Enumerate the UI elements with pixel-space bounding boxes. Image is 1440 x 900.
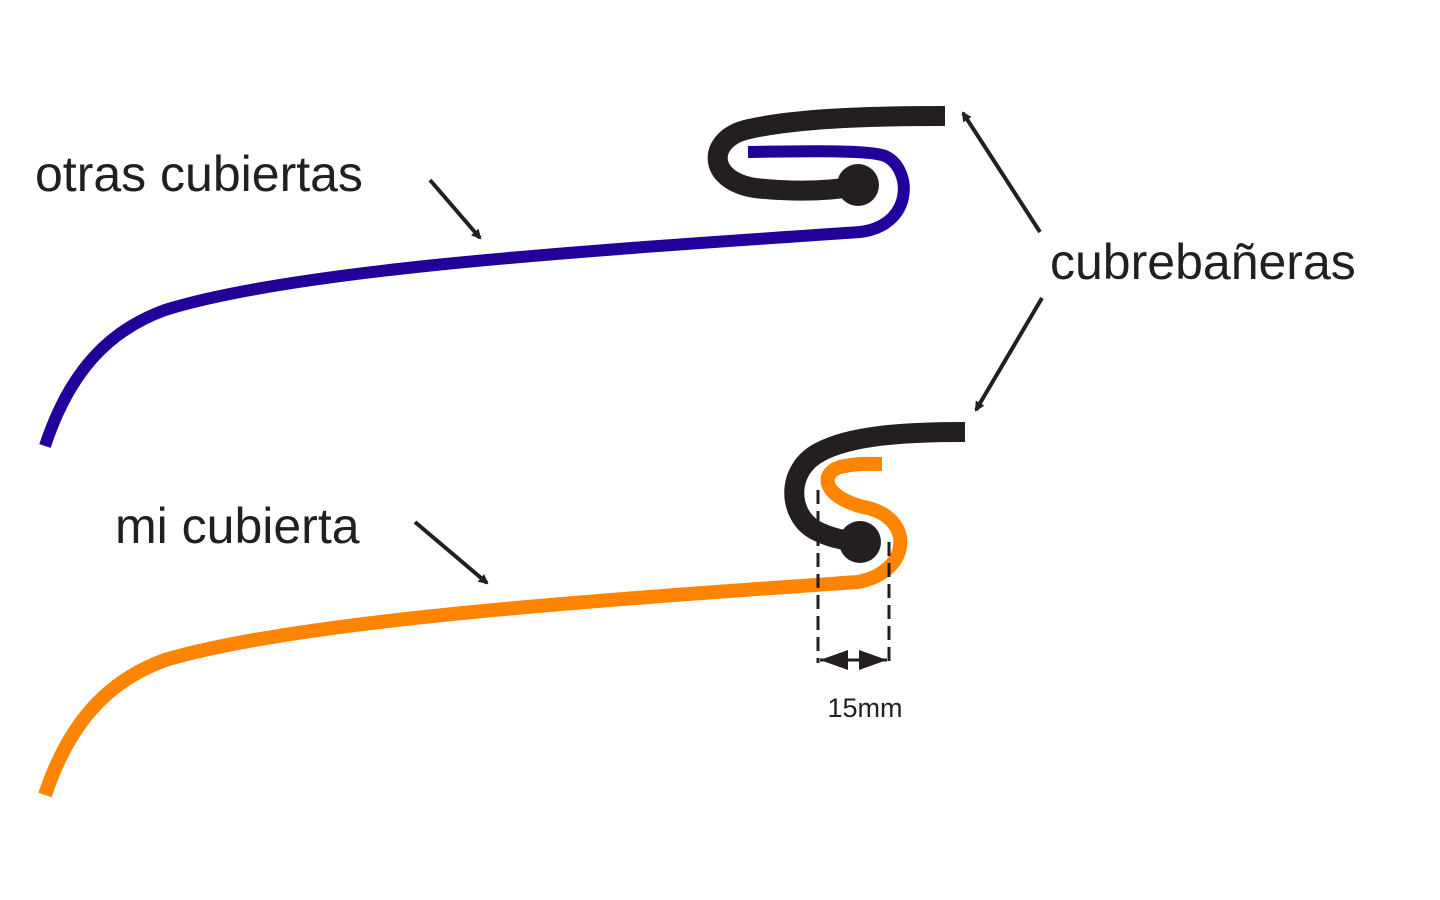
my-cover-arrow [413,520,489,585]
dimension-arrow-right [859,650,887,670]
clip-ball-bottom [839,521,881,563]
clip-ball-top [837,164,879,206]
bath-covers-label: cubrebañeras [1050,234,1356,290]
other-cover-profile [39,145,910,448]
other-covers-assembly [39,106,946,448]
dimension-marker: 15mm [816,490,903,723]
bath-cover-clip-bottom [784,422,966,552]
other-covers-label: otras cubiertas [35,146,363,202]
bath-covers-arrow-bottom [974,296,1044,412]
bath-cover-clip-top [707,106,946,201]
my-cover-profile [38,456,908,798]
my-cover-label: mi cubierta [115,498,360,554]
bath-covers-arrow-top [961,111,1042,234]
dimension-label: 15mm [827,693,902,723]
my-cover-assembly [38,422,966,798]
other-covers-arrow [428,178,482,240]
dimension-arrow-left [820,650,848,670]
